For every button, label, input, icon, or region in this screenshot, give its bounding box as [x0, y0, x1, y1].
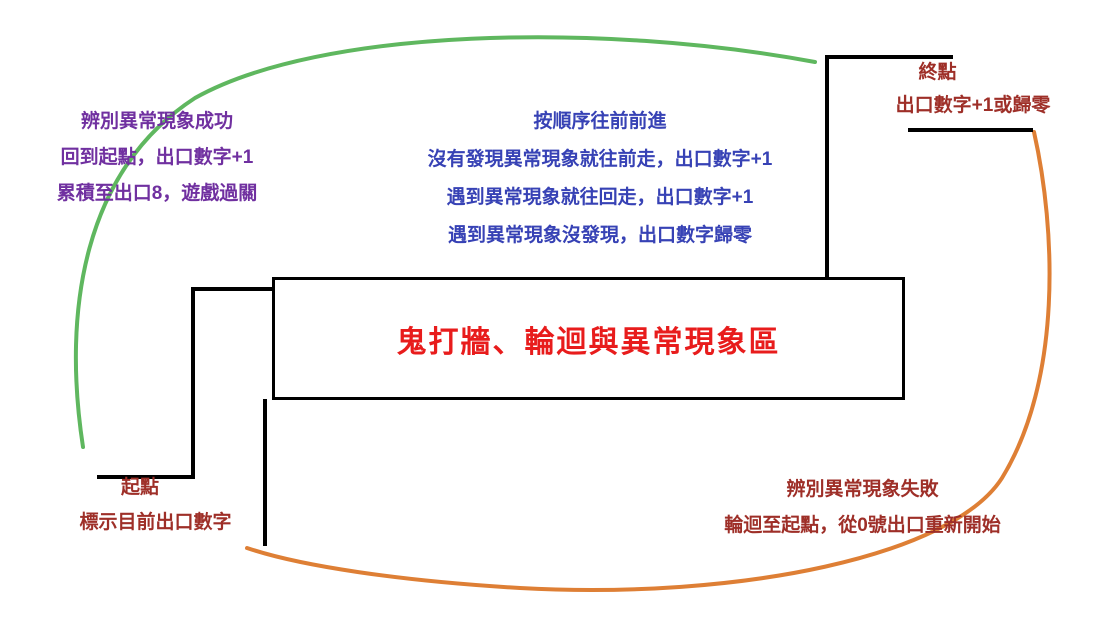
success-note-line: 回到起點，出口數字+1 — [60, 147, 254, 168]
success-notes: 辨別異常現象成功 回到起點，出口數字+1 累積至出口8，遊戲過關 — [37, 104, 277, 212]
end-point-label: 終點 — [918, 62, 957, 83]
rules-note-line: 按順序往前前進 — [533, 111, 667, 132]
end-point-bracket-line — [825, 55, 953, 278]
failure-notes: 辨別異常現象失敗 輪迴至起點，從0號出口重新開始 — [705, 472, 1020, 544]
start-point-label: 起點 — [120, 477, 159, 498]
rules-note-line: 遇到異常現象沒發現，出口數字歸零 — [447, 225, 752, 246]
rules-note-line: 遇到異常現象就往回走，出口數字+1 — [446, 187, 754, 208]
end-point-note: 出口數字+1或歸零 — [895, 95, 1051, 116]
failure-note-line: 輪迴至起點，從0號出口重新開始 — [724, 515, 1001, 536]
failure-loop-path — [245, 130, 1052, 592]
failure-note-line: 辨別異常現象失敗 — [786, 479, 939, 500]
anomaly-zone-box: 鬼打牆、輪迴與異常現象區 — [272, 277, 905, 400]
start-point-bracket-line — [97, 287, 272, 479]
start-point-note: 標示目前出口數字 — [79, 512, 232, 533]
anomaly-zone-title: 鬼打牆、輪迴與異常現象區 — [396, 325, 781, 359]
success-return-path — [73, 35, 817, 449]
rules-note-line: 沒有發現異常現象就往前走，出口數字+1 — [427, 149, 773, 170]
success-note-line: 辨別異常現象成功 — [80, 111, 233, 132]
rules-notes: 按順序往前前進 沒有發現異常現象就往前走，出口數字+1 遇到異常現象就往回走，出… — [400, 103, 800, 255]
success-note-line: 累積至出口8，遊戲過關 — [56, 183, 258, 204]
